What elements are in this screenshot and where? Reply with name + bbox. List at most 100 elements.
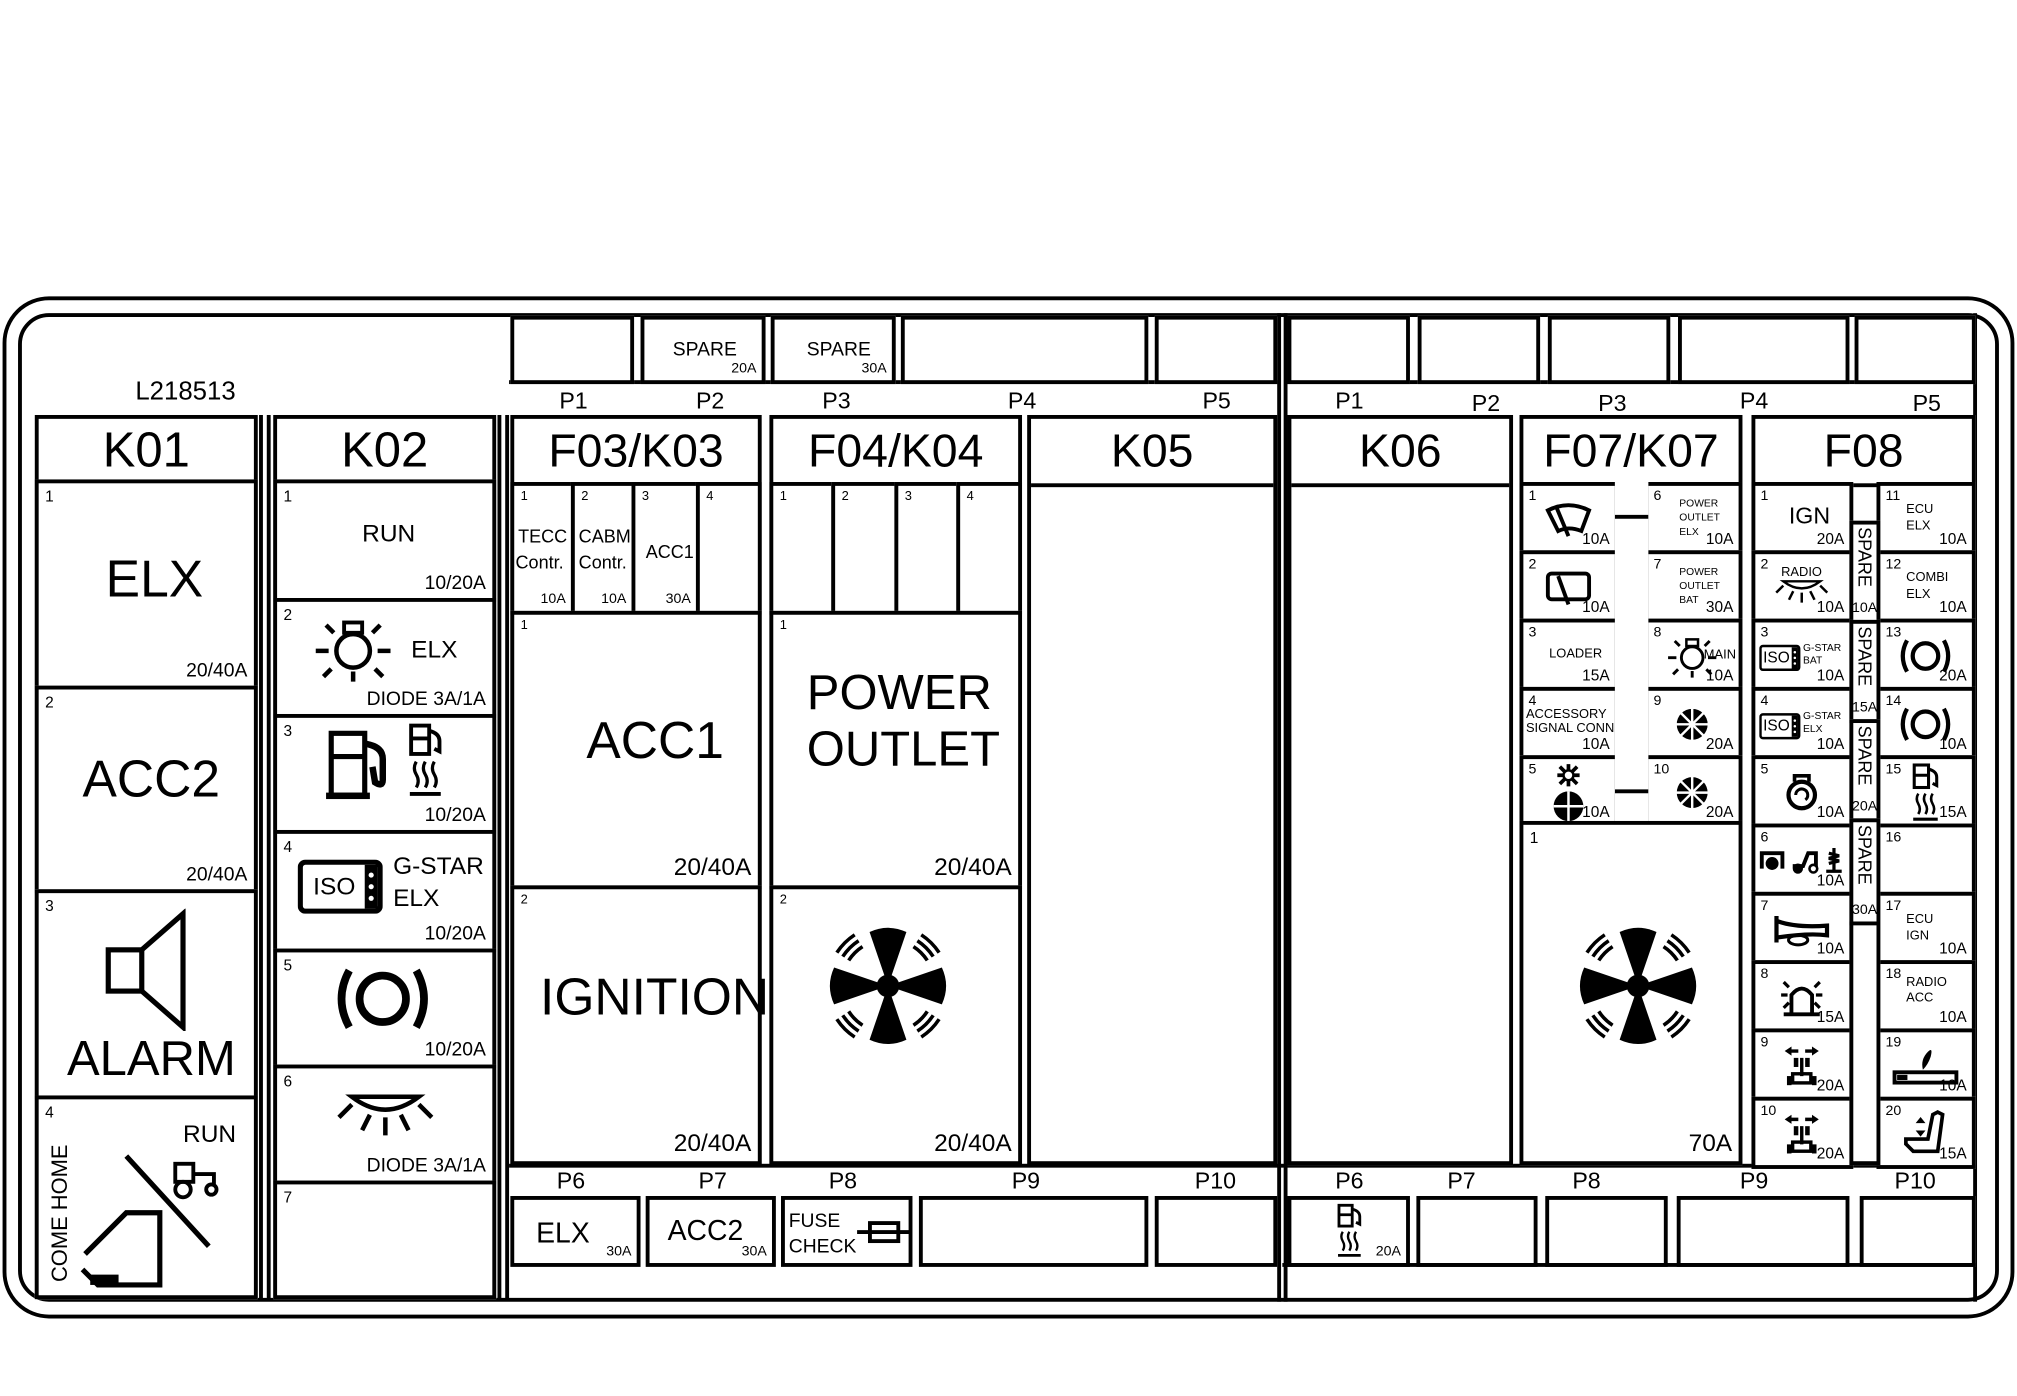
f04-relay-2[interactable]: 2 20/40A [769,885,1023,1166]
right-bottom-port-p9[interactable] [1676,1196,1850,1267]
f04-fuse-1[interactable]: 1 [769,482,836,615]
f07-relay-1[interactable]: 1 70A [1519,820,1743,1166]
f03-relay-1[interactable]: 1 ACC1 20/40A [510,610,762,890]
slot-number: 19 [1885,1034,1902,1051]
slot-name: G-STAR [393,853,484,881]
middle-bottom-port-p8[interactable]: FUSE CHECK [781,1196,913,1267]
f03-fuse-4[interactable]: 4 [695,482,762,615]
f04-fuse-2[interactable]: 2 [831,482,899,615]
k02-slot-4[interactable]: 4 ISO G-STAR ELX 10/20A [273,829,497,953]
k06-block[interactable]: K06 [1287,414,1514,1166]
right-top-port-p5[interactable] [1854,315,1976,385]
right-bottom-port-p10[interactable] [1859,1196,1976,1267]
right-top-port-p4[interactable] [1678,315,1850,385]
k02-slot-2[interactable]: 2 ELX DIODE 3A/1A [273,598,497,718]
middle-top-port-p5[interactable] [1154,315,1278,385]
slot-number: 6 [1760,829,1769,846]
f08-fuse-16[interactable]: 16 [1876,823,1976,896]
middle-top-port-p4[interactable] [900,315,1149,385]
fuse-label: ACC [1906,991,1934,1006]
k02-slot-3[interactable]: 3 10/20A [273,713,497,834]
fuse-rating: 20A [1816,1144,1845,1163]
slot-number: 1 [1529,828,1539,847]
slot-number: 4 [1760,693,1769,709]
right-top-port-p1[interactable] [1287,315,1410,385]
middle-bottom-port-p10[interactable] [1154,1196,1278,1267]
middle-top-port-p2[interactable]: SPARE 20A [640,315,766,385]
middle-bottom-port-p7[interactable]: ACC2 30A [645,1196,776,1267]
middle-bottom-port-p9[interactable] [918,1196,1149,1267]
k05-block[interactable]: K05 [1027,414,1278,1166]
f08-fuse-10[interactable]: 10 20A [1751,1096,1854,1169]
port-label: P9 [1739,1167,1769,1194]
port-label: P6 [556,1167,586,1194]
f04-relay-1[interactable]: 1 POWER OUTLET 20/40A [769,610,1023,890]
f08-spare-slot[interactable] [1849,921,1881,1166]
f03-fuse-2[interactable]: 2 CABM Contr. 10A [570,482,636,615]
f03-fuse-3[interactable]: 3 ACC1 30A [631,482,700,615]
f03-fuse-1[interactable]: 1 TECC Contr. 10A [510,482,575,615]
steering-icon [1782,1044,1821,1088]
k02-slot-1[interactable]: 1 RUN 10/20A [273,479,497,602]
fuel-pump-icon [323,728,395,800]
k01-relay-3[interactable]: 3 ALARM [34,889,258,1100]
f04-fuse-4[interactable]: 4 [956,482,1023,615]
f03-relay-2[interactable]: 2 IGNITION 20/40A [510,885,769,1166]
middle-bottom-port-p6[interactable]: ELX 30A [510,1196,641,1267]
port-rating: 20A [731,360,757,377]
k02-slot-5[interactable]: 5 10/20A [273,948,497,1069]
slot-number: 2 [1528,556,1537,573]
slot-number: 3 [904,489,912,504]
middle-top-port-p3[interactable]: SPARE 30A [770,315,896,385]
k01-relay-1[interactable]: 1 ELX 20/40A [34,479,258,690]
fuel-heater-icon [406,723,445,798]
f04-fuse-3[interactable]: 3 [894,482,961,615]
k01-relay-4[interactable]: 4 RUN COME HOME [34,1095,258,1300]
slot-number: 18 [1885,966,1902,983]
right-bottom-port-p7[interactable] [1416,1196,1538,1267]
middle-top-port-p1[interactable] [510,315,635,385]
right-bottom-port-p8[interactable] [1545,1196,1668,1267]
fuse-label: POWER [1679,497,1719,510]
right-top-port-p3[interactable] [1547,315,1671,385]
slot-number: 10 [1760,1103,1777,1119]
fuse-label: SIGNAL CONN [1525,721,1615,736]
k01-relay-2[interactable]: 2 ACC2 20/40A [34,685,258,894]
k02-slot-7[interactable]: 7 [273,1180,497,1300]
k02-slot-6[interactable]: 6 DIODE 3A/1A [273,1064,497,1185]
right-bottom-port-p6[interactable]: 20A [1287,1196,1410,1267]
right-top-port-p2[interactable] [1417,315,1541,385]
